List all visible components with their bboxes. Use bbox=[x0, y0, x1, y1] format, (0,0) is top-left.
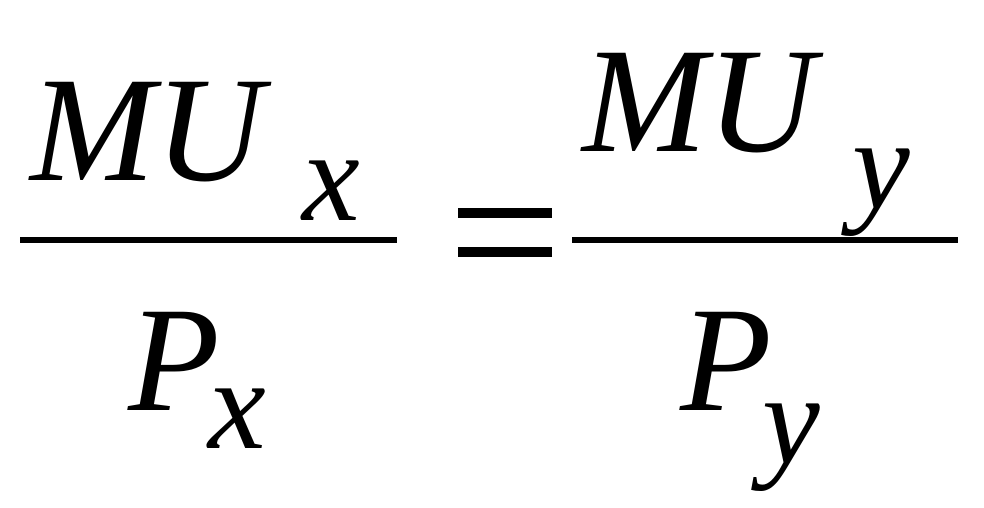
left-denominator-base: P bbox=[128, 277, 220, 443]
left-numerator-subscript: x bbox=[302, 105, 360, 249]
equals-sign-bottom-bar bbox=[458, 247, 552, 257]
left-denominator-subscript: x bbox=[208, 333, 266, 477]
right-fraction-bar bbox=[572, 237, 958, 243]
equals-sign-top-bar bbox=[458, 208, 552, 218]
left-fraction-bar bbox=[20, 237, 397, 243]
right-denominator-base: P bbox=[680, 277, 772, 443]
right-numerator-subscript: y bbox=[852, 93, 910, 237]
right-denominator-subscript: y bbox=[762, 348, 820, 492]
right-numerator-base: MU bbox=[582, 18, 816, 184]
left-numerator-base: MU bbox=[30, 47, 264, 213]
